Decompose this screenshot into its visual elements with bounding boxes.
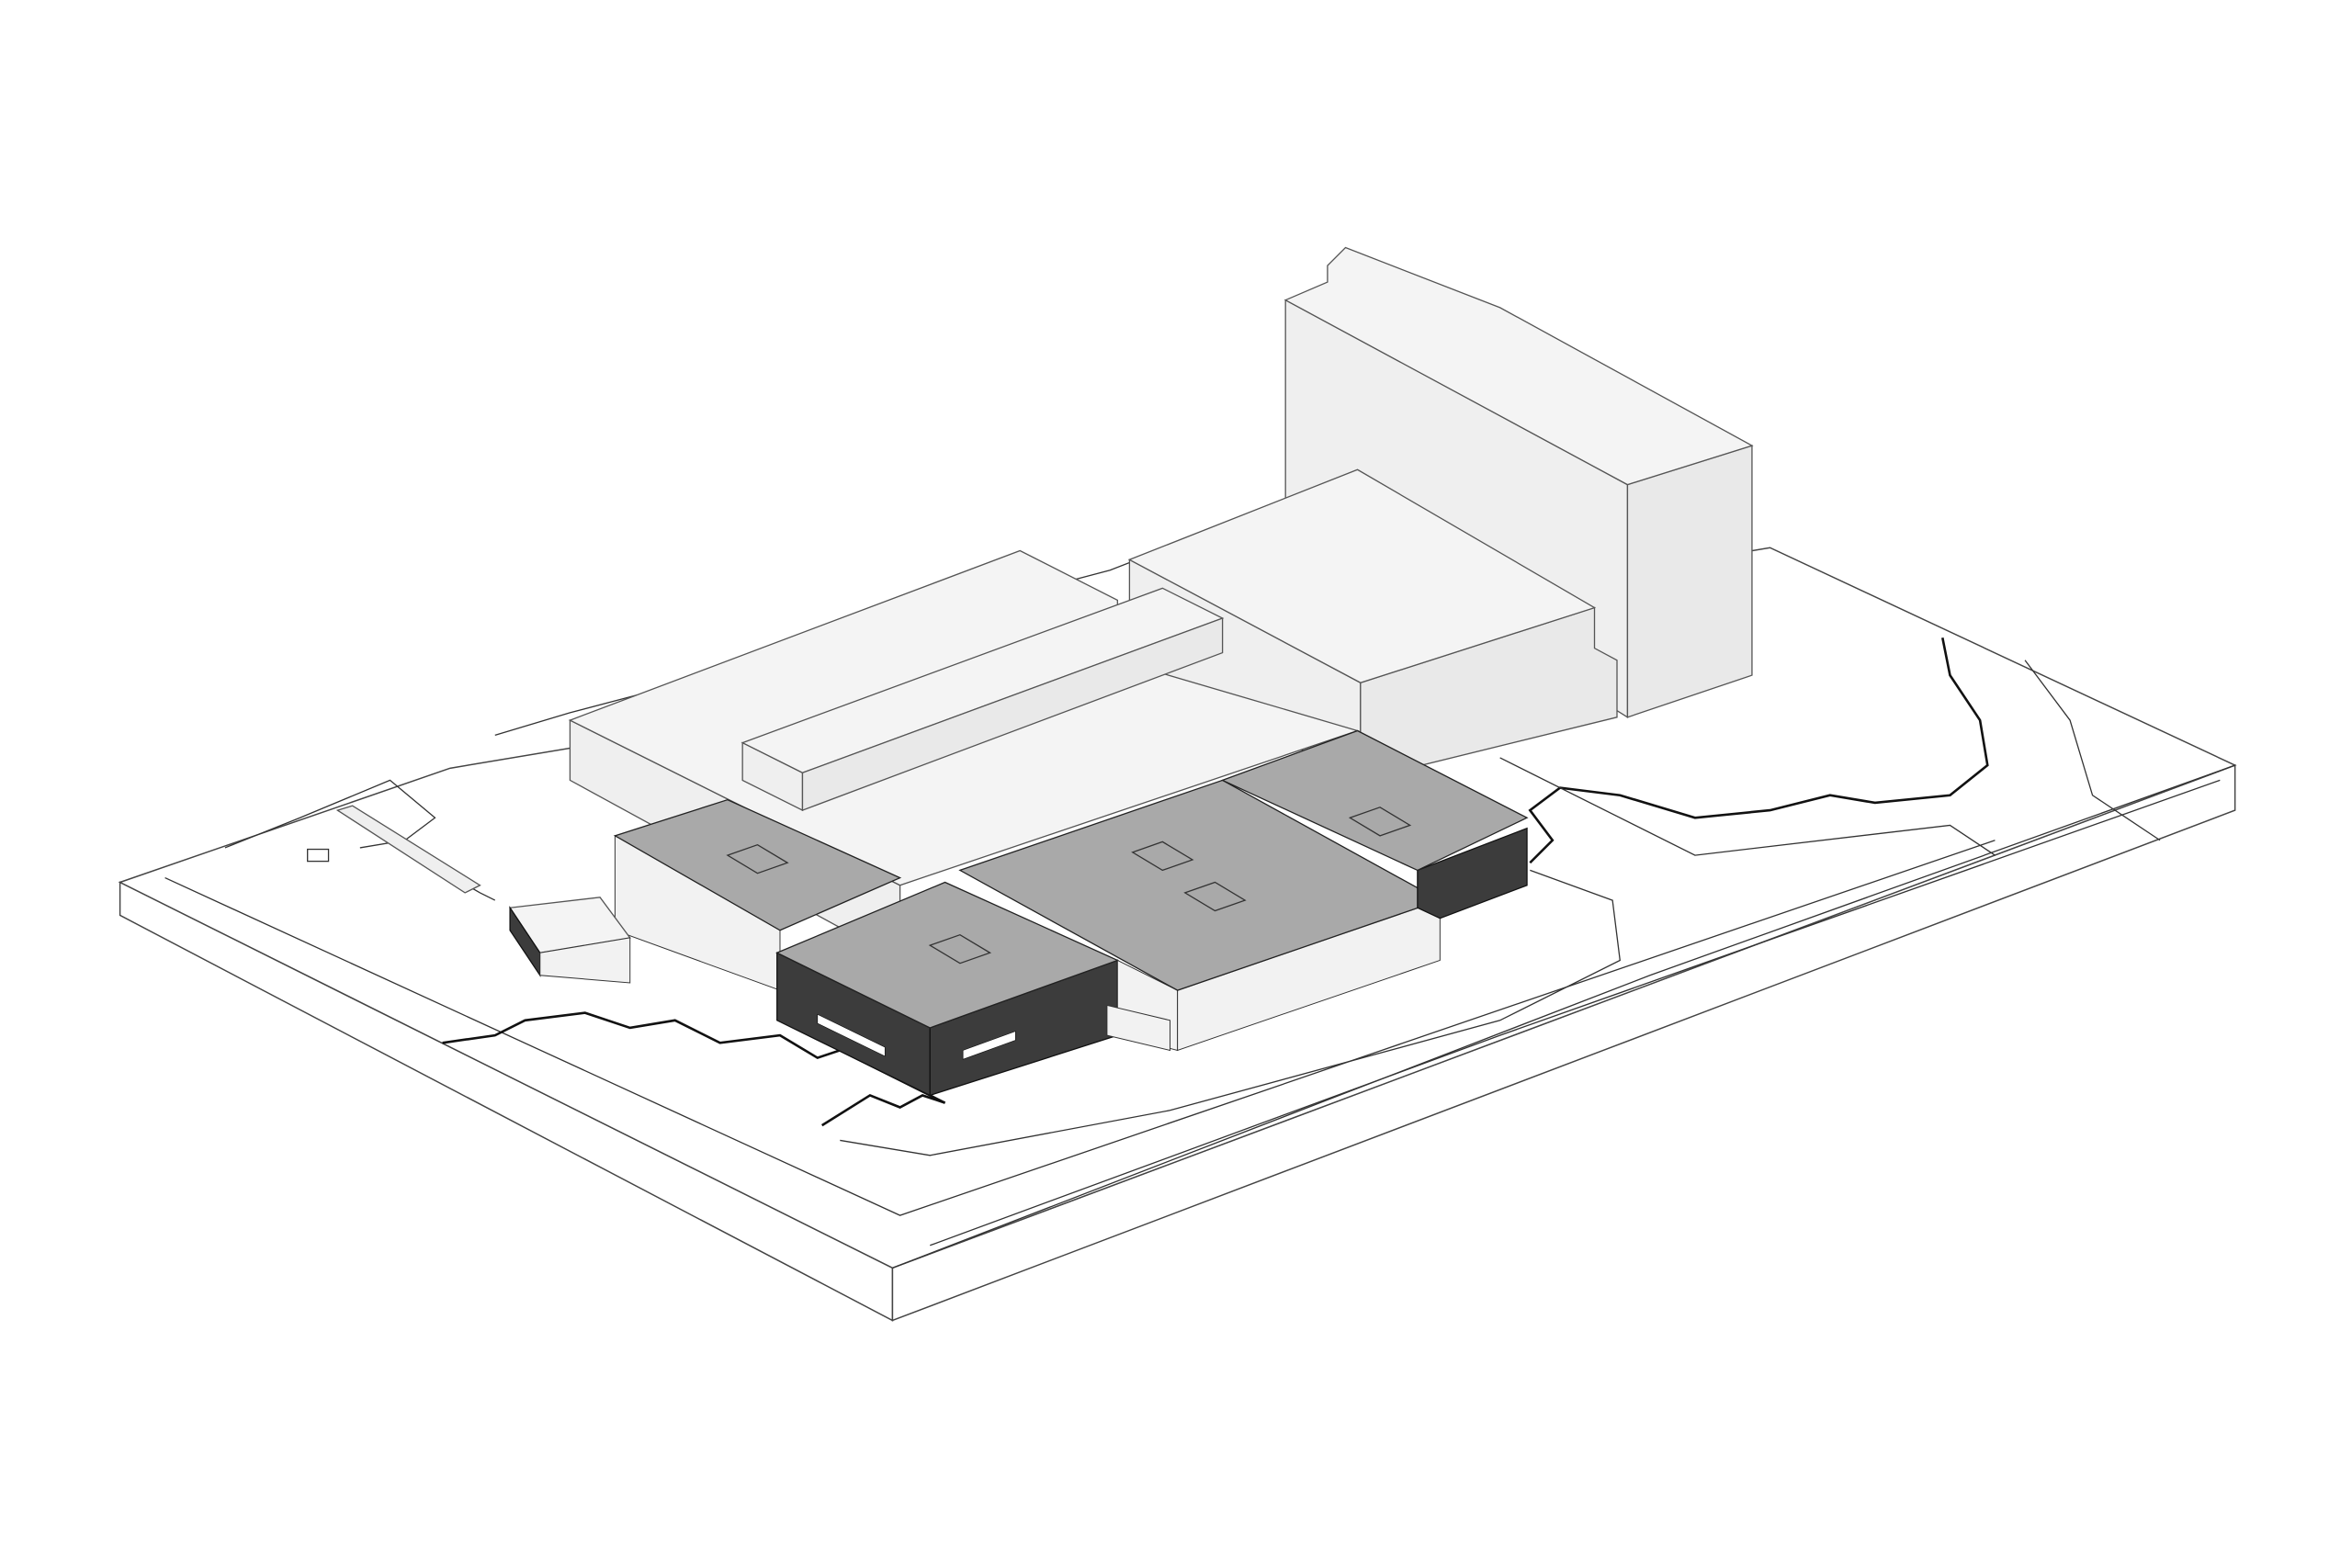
new-building <box>613 729 1529 1097</box>
pavilion <box>335 805 631 984</box>
